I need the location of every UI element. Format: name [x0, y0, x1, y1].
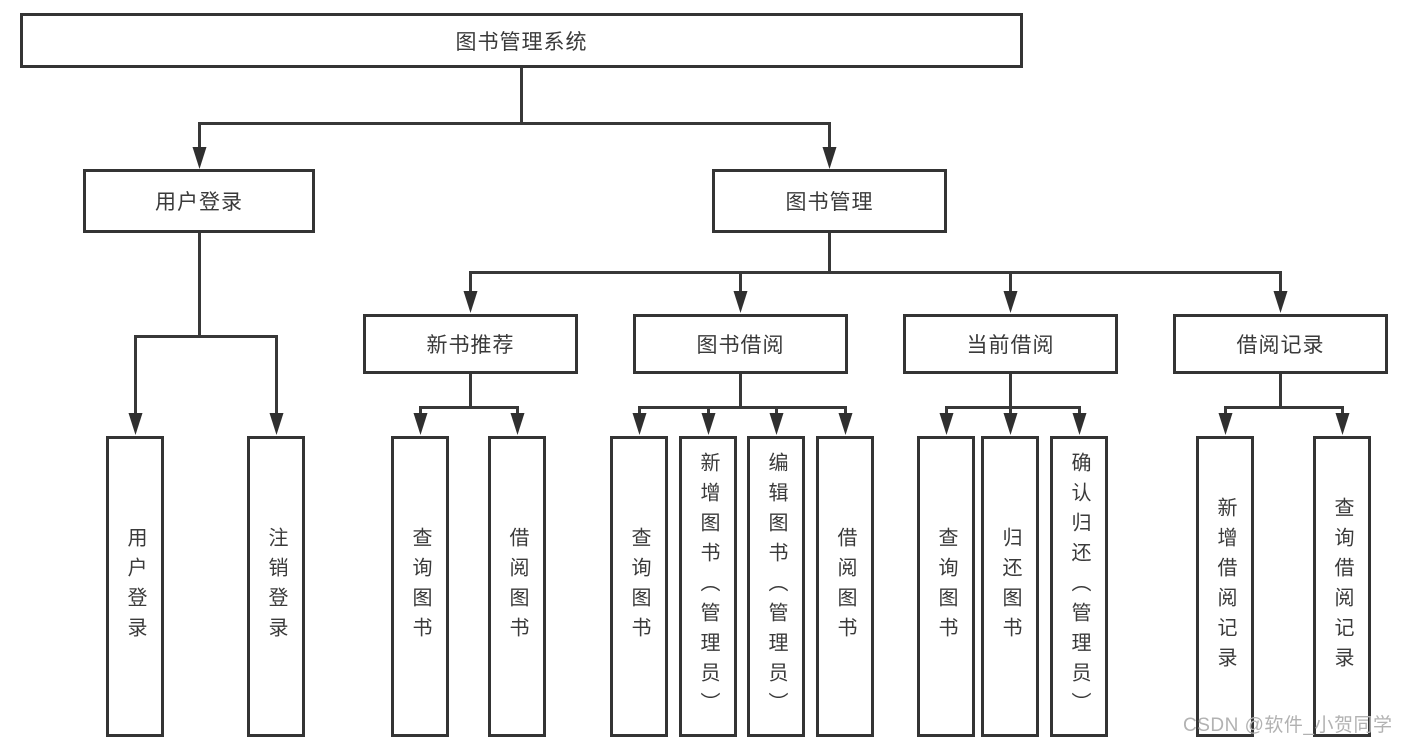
- node-label: 确认归还（管理员）: [1068, 451, 1090, 722]
- node-new-book-recommend: 新书推荐: [363, 314, 578, 374]
- node-label: 查询借阅记录: [1331, 496, 1353, 677]
- node-label: 当前借阅: [966, 334, 1055, 357]
- connector-book-mgmt-to-level3: [463, 233, 1288, 313]
- connector-borrow-records-to-leaves: [1218, 374, 1350, 435]
- node-label: 借阅记录: [1236, 334, 1325, 357]
- node-library-management-system: 图书管理系统: [20, 13, 1023, 68]
- connector-new-book-to-leaves: [413, 374, 525, 435]
- node-label: 查询图书: [409, 526, 431, 647]
- node-borrow-records: 借阅记录: [1173, 314, 1388, 374]
- leaf-borrow-edit-books-admin: 编辑图书（管理员）: [747, 436, 805, 737]
- leaf-current-query-books: 查询图书: [917, 436, 975, 737]
- node-label: 查询图书: [628, 526, 650, 647]
- node-label: 借阅图书: [506, 526, 528, 647]
- node-label: 用户登录: [155, 191, 243, 214]
- node-label: 编辑图书（管理员）: [765, 451, 787, 722]
- node-label: 用户登录: [124, 526, 146, 647]
- leaf-current-return-books: 归还图书: [981, 436, 1039, 737]
- leaf-logout: 注销登录: [247, 436, 305, 737]
- leaf-borrow-query-books: 查询图书: [610, 436, 668, 737]
- leaf-records-add-borrow-record: 新增借阅记录: [1196, 436, 1254, 737]
- node-label: 图书借阅: [696, 334, 785, 357]
- connector-current-borrow-to-leaves: [939, 374, 1087, 435]
- leaf-records-query-borrow-record: 查询借阅记录: [1313, 436, 1371, 737]
- node-user-login: 用户登录: [83, 169, 315, 233]
- node-label: 查询图书: [935, 526, 957, 647]
- leaf-borrow-add-books-admin: 新增图书（管理员）: [679, 436, 737, 737]
- connector-root-to-level2: [192, 68, 837, 169]
- node-label: 图书管理: [785, 191, 874, 214]
- node-label: 归还图书: [999, 526, 1021, 647]
- connector-book-borrow-to-leaves: [632, 374, 853, 435]
- csdn-watermark: CSDN @软件_小贺同学: [1183, 715, 1393, 736]
- node-book-management: 图书管理: [712, 169, 947, 233]
- node-label: 新增图书（管理员）: [697, 451, 719, 722]
- node-book-borrow: 图书借阅: [633, 314, 848, 374]
- leaf-recommend-query-books: 查询图书: [391, 436, 449, 737]
- node-label: 新书推荐: [426, 334, 515, 357]
- node-label: 借阅图书: [834, 526, 856, 647]
- connector-user-login-to-leaves: [128, 233, 284, 435]
- leaf-borrow-borrow-books: 借阅图书: [816, 436, 874, 737]
- leaf-user-login: 用户登录: [106, 436, 164, 737]
- node-label: 新增借阅记录: [1214, 496, 1236, 677]
- node-current-borrow: 当前借阅: [903, 314, 1118, 374]
- leaf-current-confirm-return-admin: 确认归还（管理员）: [1050, 436, 1108, 737]
- leaf-recommend-borrow-books: 借阅图书: [488, 436, 546, 737]
- node-label: 注销登录: [265, 526, 287, 647]
- node-label: 图书管理系统: [455, 30, 588, 54]
